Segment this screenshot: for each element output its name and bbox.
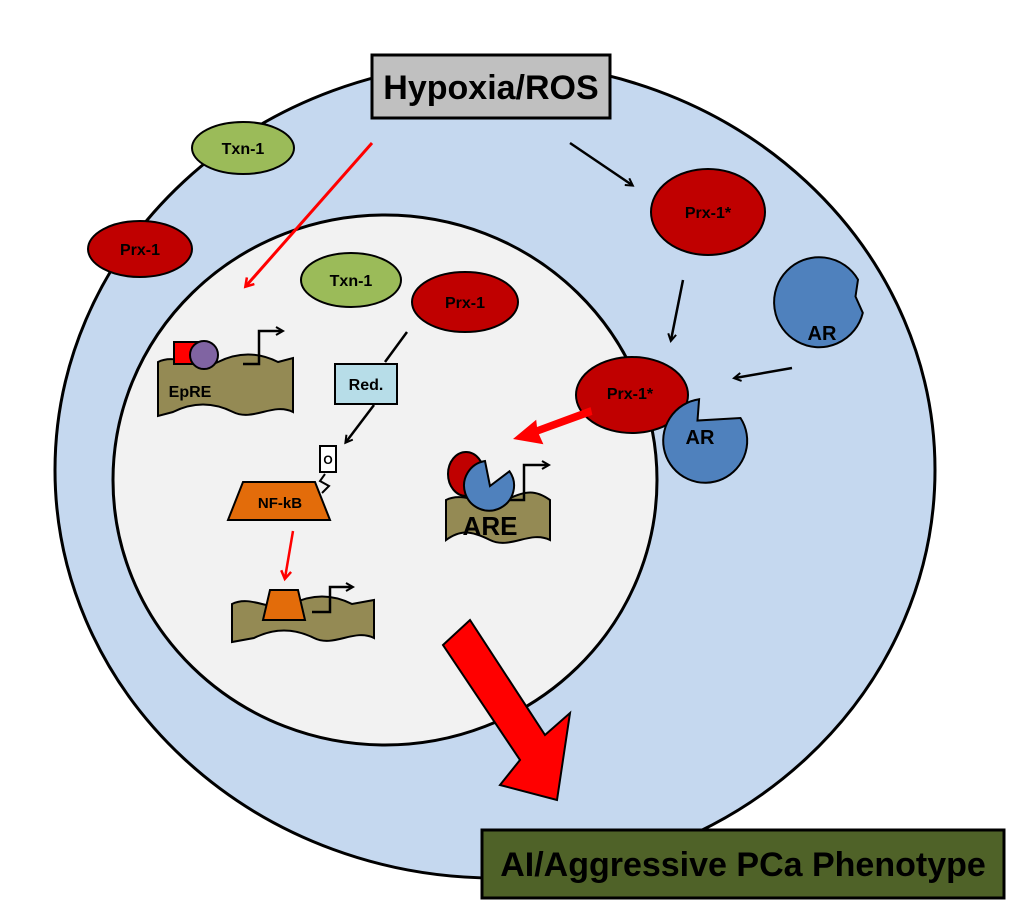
big-arrow-to-phenotype [441, 618, 572, 802]
arrow-hypoxia-to-epre [246, 142, 374, 286]
cytoplasm-prx1-oxidized: Prx-1* [650, 168, 766, 256]
reductase-box: Red. [334, 363, 398, 405]
cytoplasm-prx1-oxidized-label: Prx-1* [685, 205, 732, 222]
are-transcription-arrow-icon [510, 465, 548, 502]
arrow-prx1-to-reductase [383, 331, 409, 363]
nucleus-prx1: Prx-1 [411, 271, 519, 333]
oxidation-tag: O [318, 445, 337, 494]
nfkb-label: NF-kB [258, 495, 302, 512]
cytoplasm-txn1: Txn-1 [191, 121, 295, 175]
nucleus-txn1: Txn-1 [300, 252, 402, 308]
cytoplasm-ar-label: AR [808, 323, 837, 345]
complex-ar-label: AR [686, 427, 715, 449]
phenotype-label: AI/Aggressive PCa Phenotype [500, 846, 986, 884]
nfkb-transcription-arrow-icon [312, 587, 352, 614]
cytoplasm-prx1: Prx-1 [87, 220, 193, 278]
hypoxia-ros-label: Hypoxia/ROS [383, 69, 598, 107]
nfkb-factor: NF-kB [226, 481, 332, 521]
arrow-nfkb-to-dna [285, 530, 295, 578]
nucleus-prx1-label: Prx-1 [445, 295, 485, 312]
cytoplasm-prx1-label: Prx-1 [120, 242, 160, 259]
complex-prx1-label: Prx-1* [607, 386, 654, 403]
phenotype-box: AI/Aggressive PCa Phenotype [480, 828, 1006, 900]
epre-label: EpRE [169, 384, 212, 401]
are-bound-ar [463, 459, 516, 512]
cytoplasm-ar: AR [773, 256, 864, 349]
arrow-reductase-to-nfkb [346, 404, 375, 442]
nfkb-dna-element [231, 587, 375, 644]
epre-dna-element: EpRE [157, 331, 294, 418]
nucleus-txn1-label: Txn-1 [330, 273, 373, 290]
arrow-ar-to-complex [735, 366, 793, 378]
epre-purple-factor [189, 340, 219, 370]
arrow-prx1-oxidized-to-complex [671, 279, 685, 340]
bound-nfkb [261, 589, 307, 621]
epre-transcription-arrow-icon [243, 331, 282, 366]
are-label: ARE [463, 511, 518, 541]
reductase-label: Red. [349, 377, 384, 394]
arrow-hypoxia-to-prx1-oxidized [569, 141, 632, 185]
prx1-ar-complex: Prx-1* AR [575, 356, 749, 484]
thick-arrow-complex-to-are [513, 407, 593, 445]
oxidation-tag-label: O [323, 453, 332, 467]
are-dna-element: ARE [445, 451, 551, 544]
hypoxia-ros-box: Hypoxia/ROS [370, 53, 612, 120]
cytoplasm-txn1-label: Txn-1 [222, 141, 265, 158]
